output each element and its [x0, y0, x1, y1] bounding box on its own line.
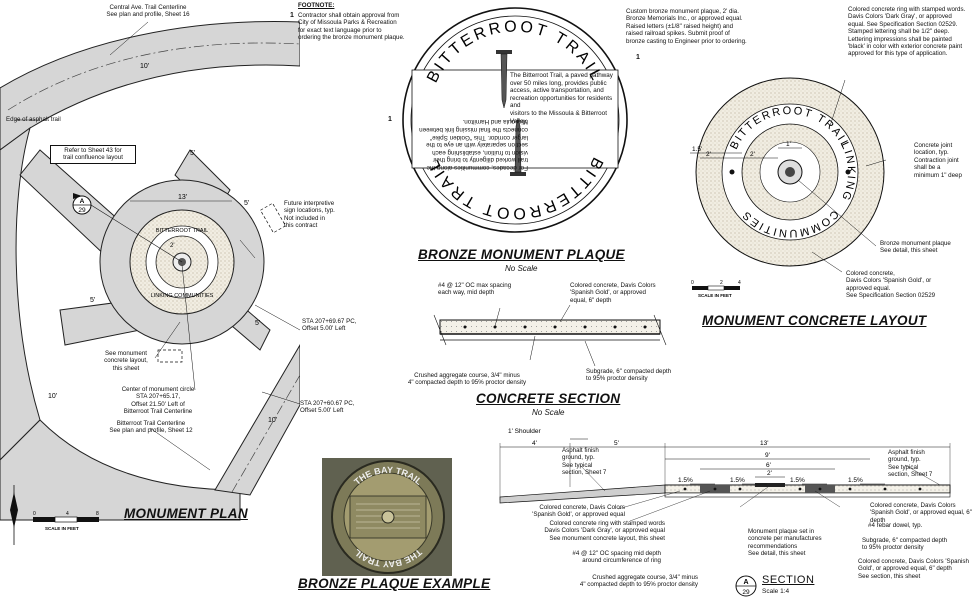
note-see-monument: See monument concrete layout, this sheet [104, 350, 148, 372]
svg-text:1.5%: 1.5% [678, 477, 693, 484]
svg-text:8: 8 [96, 511, 99, 517]
note-sec-subgrade: Subgrade, 6" compacted depth to 95% proc… [862, 537, 948, 552]
note-section-subgrade: Subgrade, 6" compacted depth to 95% proc… [586, 368, 672, 383]
note-sec-asphalt-left: Asphalt finish ground, typ. See typical … [562, 447, 607, 477]
concrete-section-drawing [433, 304, 667, 367]
svg-text:SCALE IN FEET: SCALE IN FEET [45, 526, 79, 531]
section-callout: A 29 [735, 575, 757, 597]
concrete-section-subtitle: No Scale [532, 408, 565, 417]
svg-text:13': 13' [178, 194, 187, 201]
note-section-rebar: #4 @ 12" OC max spacing each way, mid de… [438, 282, 512, 297]
note-layout-colored: Colored concrete, Davis Colors 'Spanish … [846, 270, 936, 300]
note-asphalt-edge: Edge of asphalt trail [6, 116, 61, 123]
layout-scale-bar: 0 2 4 SCALE IN FEET [691, 280, 741, 298]
svg-text:2': 2' [750, 151, 755, 158]
note-bitterroot-cl: Bitterroot Trail Centerline See plan and… [109, 420, 193, 435]
note-sec-colored-right: Colored concrete, Davis Colors 'Spanish … [870, 502, 972, 524]
svg-text:2': 2' [706, 151, 711, 158]
note-layout-ring: Colored concrete ring with stamped words… [848, 6, 966, 58]
railroad-spike-icon [510, 117, 526, 176]
svg-text:2': 2' [767, 470, 772, 477]
footnote-marker: 1 [290, 12, 294, 19]
note-sec-plaque: Monument plaque set in concrete per manu… [748, 528, 822, 558]
svg-text:A: A [80, 198, 85, 205]
plaque-marker-left: 1 [388, 116, 392, 123]
svg-text:1' Shoulder: 1' Shoulder [508, 428, 542, 435]
svg-text:1.5%: 1.5% [790, 477, 805, 484]
section-a-drawing: 4' 5' 13' 9' 6' 2' 1' Shoulder 1.5% 1.5%… [499, 428, 951, 522]
note-central-ave: Central Ave. Trail Centerline See plan a… [106, 4, 190, 19]
svg-text:BITTERROOT TRAIL: BITTERROOT TRAIL [156, 228, 208, 234]
note-sec-ring: Colored concrete ring with stamped words… [544, 520, 665, 542]
note-layout-joint: Concrete joint location, typ. Contractio… [914, 142, 962, 179]
bronze-plaque-title: BRONZE MONUMENT PLAQUE [418, 247, 625, 262]
note-sec-dowel: #4 rebar dowel, typ. [868, 522, 923, 529]
plaque-text-inverted: For decades, communities along the trail… [419, 118, 528, 172]
svg-text:6': 6' [766, 462, 771, 469]
svg-text:1': 1' [786, 141, 791, 148]
svg-text:LINKING COMMUNITIES: LINKING COMMUNITIES [151, 293, 214, 299]
railroad-spike-icon [496, 50, 512, 109]
svg-text:1.5': 1.5' [692, 146, 702, 153]
note-section-aggregate: Crushed aggregate course, 3/4" minus 4" … [407, 372, 527, 387]
note-refer-sheet: Refer to Sheet 43 for trail confluence l… [50, 145, 136, 164]
monument-plan-title: MONUMENT PLAN [124, 506, 248, 521]
note-sec-aggregate: Crushed aggregate course, 3/4" minus 4" … [579, 574, 698, 589]
svg-text:5': 5' [90, 297, 95, 304]
svg-text:A: A [743, 579, 748, 586]
note-sec-asphalt-right: Asphalt finish ground, typ. See typical … [888, 449, 933, 479]
note-layout-plaque: Bronze monument plaque See detail, this … [880, 240, 951, 255]
svg-text:0: 0 [33, 511, 36, 517]
plaque-text-upright: The Bitterroot Trail, a paved pathway ov… [510, 72, 613, 125]
central-ave-trail [0, 21, 300, 151]
concrete-section-title: CONCRETE SECTION [476, 391, 621, 406]
svg-text:5': 5' [614, 440, 619, 447]
note-center-circle: Center of monument circle STA 207+65.17,… [121, 386, 195, 416]
note-sta-pc: STA 207+69.67 PC, Offset 5.00' Left [302, 318, 357, 333]
footnote-heading: FOOTNOTE: [298, 2, 335, 9]
monument-plan-drawing: BITTERROOT TRAIL LINKING COMMUNITIES 13'… [0, 21, 300, 545]
plaque-marker-right: 1 [636, 54, 640, 61]
footnote-text: Contractor shall obtain approval from Ci… [298, 12, 405, 42]
svg-text:5': 5' [190, 150, 195, 157]
note-future-signs: Future interpretive sign locations, typ.… [284, 200, 335, 230]
note-section-colored: Colored concrete, Davis Colors 'Spanish … [570, 282, 656, 304]
bronze-plaque-drawing: BITTERROOT TRAIL BITTERROOT TRAIL [402, 7, 628, 233]
bronze-example-title: BRONZE PLAQUE EXAMPLE [298, 576, 491, 591]
left-trail [0, 126, 41, 461]
bronze-plaque-subtitle: No Scale [505, 264, 538, 273]
svg-text:2: 2 [720, 280, 723, 286]
section-a-title: SECTION [762, 574, 815, 586]
svg-text:10': 10' [48, 393, 57, 400]
monument-layout-drawing: BITTERROOT TRAIL LINKING COMMUNITIES 1.5… [690, 77, 887, 273]
svg-text:29: 29 [78, 207, 86, 214]
svg-text:1.5%: 1.5% [730, 477, 745, 484]
svg-text:4': 4' [532, 440, 537, 447]
bitterroot-trail [214, 344, 300, 496]
svg-text:5': 5' [255, 320, 260, 327]
svg-text:SCALE IN FEET: SCALE IN FEET [698, 293, 732, 298]
svg-text:29: 29 [742, 589, 750, 596]
note-sec-rebar: #4 @ 12" OC spacing mid depth around cir… [572, 550, 661, 565]
svg-text:0: 0 [691, 280, 694, 286]
note-sec-colored-bottom: Colored concrete, Davis Colors 'Spanish … [858, 558, 969, 580]
svg-text:2': 2' [170, 243, 174, 249]
plaque-note: Custom bronze monument plaque, 2' dia. B… [626, 8, 747, 45]
monument-layout-title: MONUMENT CONCRETE LAYOUT [702, 313, 927, 328]
svg-text:9': 9' [765, 452, 770, 459]
bronze-plaque-photo: THE BAY TRAIL THE BAY TRAIL [322, 458, 452, 576]
note-sec-colored-left: Colored concrete, Davis Colors 'Spanish … [532, 504, 625, 519]
bottom-trail [0, 419, 241, 521]
svg-text:10': 10' [140, 63, 149, 70]
svg-text:1.5%: 1.5% [848, 477, 863, 484]
svg-text:4: 4 [66, 511, 69, 517]
svg-text:13': 13' [760, 440, 768, 447]
svg-text:5': 5' [244, 200, 249, 207]
note-sta-pt: STA 207+60.67 PC, Offset 5.00' Left [300, 400, 355, 415]
section-a-scale: Scale 1:4 [762, 588, 790, 595]
svg-text:10': 10' [268, 417, 277, 424]
svg-text:4: 4 [738, 280, 741, 286]
